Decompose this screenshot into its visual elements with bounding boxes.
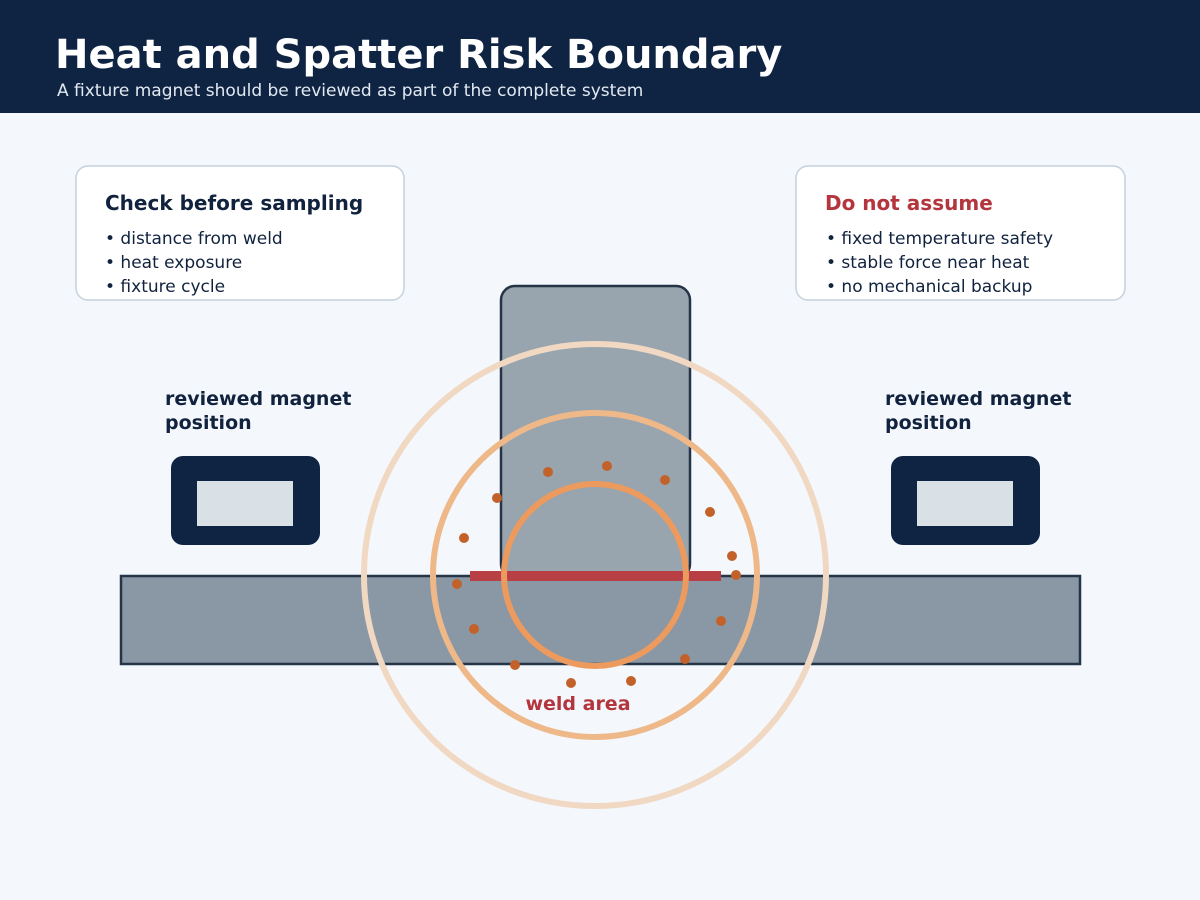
card-bullet: • fixture cycle: [105, 277, 225, 297]
spatter-dot: [452, 579, 462, 589]
vertical-workpiece: [499, 284, 692, 580]
spatter-dot: [705, 507, 715, 517]
page-subtitle: A fixture magnet should be reviewed as p…: [57, 81, 643, 101]
magnet-position-label: reviewed magnet: [165, 388, 351, 410]
left-magnet-group: reviewed magnet position: [165, 388, 351, 545]
spatter-dot: [469, 624, 479, 634]
spatter-dot: [716, 616, 726, 626]
do-not-assume-card: Do not assume • fixed temperature safety…: [795, 165, 1126, 301]
spatter-dot: [492, 493, 502, 503]
spatter-dot: [543, 467, 553, 477]
spatter-dot: [566, 678, 576, 688]
card-frame: [795, 165, 1126, 301]
header-band: [0, 0, 1200, 113]
right-magnet-group: reviewed magnet position: [885, 388, 1071, 545]
spatter-dots: [452, 461, 741, 688]
heat-zone-middle-ring: [430, 410, 760, 740]
base-plate: [119, 574, 1082, 666]
check-before-sampling-card: Check before sampling • distance from we…: [75, 165, 405, 301]
spatter-dot: [626, 676, 636, 686]
spatter-dot: [602, 461, 612, 471]
card-bullet: • heat exposure: [105, 253, 242, 273]
card-bullet: • distance from weld: [105, 229, 283, 249]
magnet-position-label: position: [165, 412, 252, 434]
card-heading: Do not assume: [825, 191, 993, 215]
page-title: Heat and Spatter Risk Boundary: [55, 32, 782, 78]
heat-zone-inner-ring: [501, 481, 689, 669]
magnet-face: [917, 481, 1013, 526]
spatter-dot: [731, 570, 741, 580]
magnet-position-label: position: [885, 412, 972, 434]
card-heading: Check before sampling: [105, 191, 363, 215]
weld-seam: [470, 571, 721, 581]
card-bullet: • fixed temperature safety: [826, 229, 1053, 249]
magnet-position-label: reviewed magnet: [885, 388, 1071, 410]
heat-zone-outer-ring: [361, 341, 829, 809]
magnet-face: [197, 481, 293, 526]
weld-area-label: weld area: [525, 693, 630, 715]
spatter-dot: [510, 660, 520, 670]
spatter-dot: [680, 654, 690, 664]
card-bullet: • stable force near heat: [826, 253, 1030, 273]
spatter-dot: [660, 475, 670, 485]
spatter-dot: [459, 533, 469, 543]
spatter-dot: [727, 551, 737, 561]
card-bullet: • no mechanical backup: [826, 277, 1032, 297]
card-frame: [75, 165, 405, 301]
